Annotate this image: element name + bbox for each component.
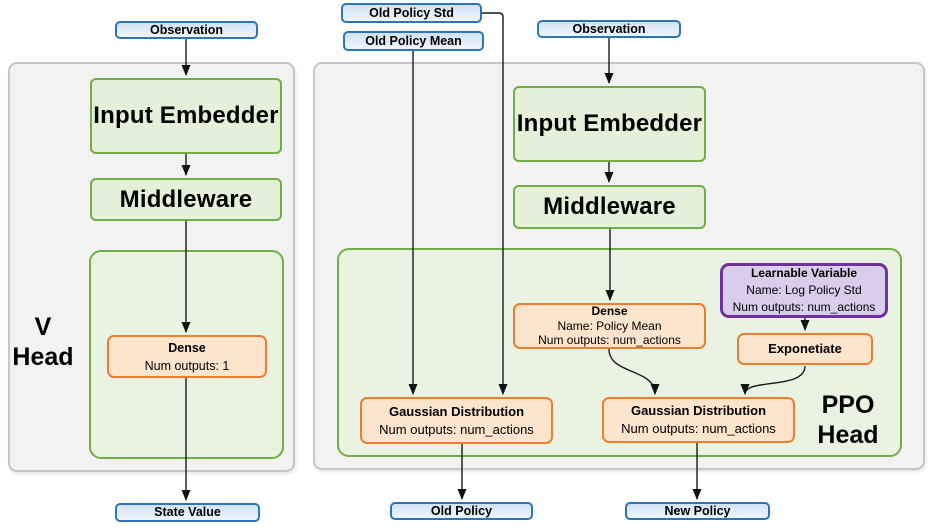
dense-node-v: Dense Num outputs: 1 <box>107 335 267 378</box>
old-policy-std-label: Old Policy Std <box>369 5 454 20</box>
input-embedder-label-ppo: Input Embedder <box>516 110 703 138</box>
old-policy-node: Old Policy <box>390 502 533 520</box>
observation-node-ppo: Observation <box>537 20 681 38</box>
middleware-node-v: Middleware <box>90 178 282 221</box>
old-policy-mean-node: Old Policy Mean <box>343 31 484 51</box>
input-embedder-node-v: Input Embedder <box>90 78 282 154</box>
middleware-node-ppo: Middleware <box>513 185 706 229</box>
dense-line1-ppo: Name: Policy Mean <box>557 318 662 333</box>
old-policy-label: Old Policy <box>430 503 493 518</box>
v-head-label-line1: V <box>34 313 52 341</box>
middleware-label-ppo: Middleware <box>543 193 676 221</box>
input-embedder-label-v: Input Embedder <box>93 102 279 130</box>
gaussian-distribution-old-node: Gaussian Distribution Num outputs: num_a… <box>360 397 553 444</box>
gaussian-old-title: Gaussian Distribution <box>388 403 525 419</box>
ppo-head-label: PPO Head <box>802 390 894 450</box>
input-embedder-node-ppo: Input Embedder <box>513 86 706 162</box>
v-head-label: V Head <box>3 312 83 372</box>
v-head-label-line2: Head <box>12 343 74 371</box>
ppo-head-label-line2: Head <box>817 421 879 449</box>
dense-title-ppo: Dense <box>591 304 628 319</box>
ppo-head-label-line1: PPO <box>821 391 875 419</box>
arrow-dense-to-gaussian-new <box>608 348 660 395</box>
gaussian-new-line1: Num outputs: num_actions <box>621 421 776 436</box>
learnable-variable-title: Learnable Variable <box>750 266 858 280</box>
old-policy-std-node: Old Policy Std <box>341 3 482 23</box>
gaussian-distribution-new-node: Gaussian Distribution Num outputs: num_a… <box>602 397 795 443</box>
new-policy-node: New Policy <box>625 502 770 520</box>
learnable-variable-line2: Num outputs: num_actions <box>732 300 876 314</box>
observation-label-ppo: Observation <box>572 21 646 36</box>
dense-node-ppo: Dense Name: Policy Mean Num outputs: num… <box>513 303 706 349</box>
dense-line1-v: Num outputs: 1 <box>144 358 230 373</box>
old-policy-mean-label: Old Policy Mean <box>365 33 462 48</box>
gaussian-new-title: Gaussian Distribution <box>630 403 767 418</box>
arrow-old-policy-std-to-gaussian-old <box>482 12 508 395</box>
exponetiate-label: Exponetiate <box>768 340 842 356</box>
gaussian-old-line1: Num outputs: num_actions <box>379 421 534 437</box>
learnable-variable-node: Learnable Variable Name: Log Policy Std … <box>720 263 888 318</box>
observation-label-v: Observation <box>150 22 223 37</box>
learnable-variable-line1: Name: Log Policy Std <box>746 283 862 297</box>
state-value-node: State Value <box>115 503 260 522</box>
new-policy-label: New Policy <box>664 503 731 518</box>
arrow-exponetiate-to-gaussian-new <box>740 365 806 395</box>
state-value-label: State Value <box>154 505 221 520</box>
exponetiate-node: Exponetiate <box>737 333 873 365</box>
observation-node-v: Observation <box>115 21 258 39</box>
middleware-label-v: Middleware <box>119 185 253 213</box>
dense-line2-ppo: Num outputs: num_actions <box>538 333 681 348</box>
dense-title-v: Dense <box>168 340 206 355</box>
